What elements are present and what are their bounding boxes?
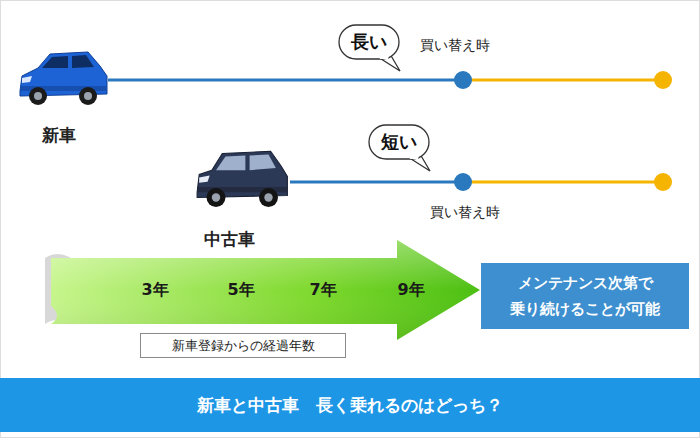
bubble-tail-cover bbox=[379, 53, 390, 59]
timeline-line bbox=[290, 181, 463, 184]
arrow-shade bbox=[51, 240, 480, 340]
bubble-tail-cover bbox=[409, 153, 420, 159]
timeline-label: 買い替え時 bbox=[430, 204, 500, 222]
arrow-body bbox=[51, 240, 480, 340]
timeline-arrow: 3年 5年 7年 9年 bbox=[45, 240, 482, 340]
car-icon bbox=[197, 151, 287, 207]
timeline-line bbox=[463, 181, 663, 184]
bubble-body bbox=[369, 125, 429, 159]
car-label: 新車 bbox=[42, 124, 76, 147]
title-band bbox=[0, 378, 700, 432]
year-label: 9年 bbox=[397, 280, 424, 301]
timeline-label: 買い替え時 bbox=[420, 37, 490, 55]
box-text: 新車登録からの経過年数 bbox=[172, 337, 315, 355]
timeline-dot bbox=[654, 71, 672, 89]
timeline-dot bbox=[454, 71, 472, 89]
axis-label-box: 新車登録からの経過年数 bbox=[140, 333, 346, 358]
speech-bubble: 長い bbox=[338, 24, 400, 60]
bubble-text: 長い bbox=[351, 30, 387, 54]
year-label: 3年 bbox=[141, 280, 168, 301]
bubble-text: 短い bbox=[381, 130, 417, 154]
timeline-line bbox=[108, 79, 463, 82]
bubble-body bbox=[339, 25, 399, 59]
speech-bubble: 短い bbox=[368, 124, 430, 160]
timeline-line bbox=[463, 79, 663, 82]
year-label: 5年 bbox=[227, 280, 254, 301]
timeline-dot bbox=[654, 173, 672, 191]
timeline-dot bbox=[454, 173, 472, 191]
box-text: メンテナンス次第で 乗り続けることが可能 bbox=[489, 270, 681, 322]
note-box: メンテナンス次第で 乗り続けることが可能 bbox=[480, 262, 690, 330]
title-text: 新車と中古車 長く乗れるのはどっち？ bbox=[0, 378, 700, 432]
car-icon bbox=[20, 52, 107, 105]
car-label: 中古車 bbox=[204, 228, 255, 251]
year-label: 7年 bbox=[309, 280, 336, 301]
